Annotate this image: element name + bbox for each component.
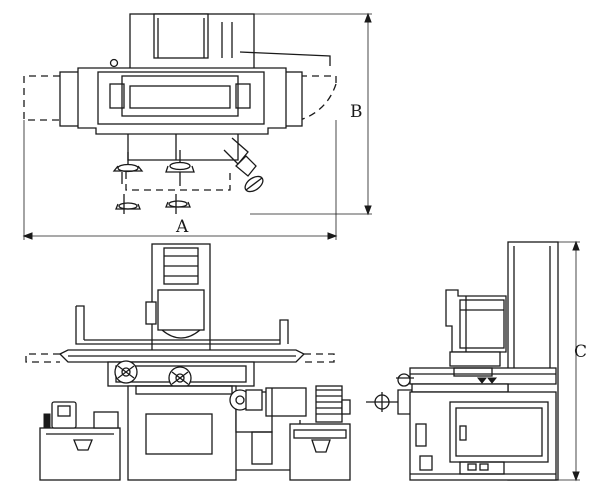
side-wheel-head — [445, 289, 507, 353]
magnetic-chuck — [97, 71, 265, 125]
front-column — [151, 243, 211, 355]
saddle-travel — [125, 172, 231, 191]
front-table-travel-left — [25, 353, 60, 363]
front-table-travel-right — [304, 353, 335, 363]
handwheel-lower-left — [118, 202, 138, 210]
machine-base — [127, 385, 237, 481]
dimension-b-label: B — [350, 102, 363, 122]
spindle-housing — [153, 13, 209, 59]
handwheel-center — [169, 161, 191, 171]
dimension-a-label: A — [175, 217, 189, 237]
table-travel-left — [23, 75, 60, 121]
coolant-tank-left — [39, 427, 121, 481]
coolant-motor — [315, 385, 343, 423]
top-view: B A — [22, 12, 372, 240]
side-base — [409, 391, 557, 481]
splash-guard — [75, 306, 289, 345]
handwheel-lower-center — [168, 200, 188, 208]
side-view: C — [366, 240, 587, 482]
dimension-c-label: C — [574, 342, 587, 362]
work-table — [77, 67, 287, 135]
front-view — [25, 243, 351, 481]
base-door — [145, 413, 213, 455]
feed-lever — [235, 155, 257, 177]
wheel-guard-arc — [299, 83, 337, 121]
table-travel-right — [300, 75, 337, 84]
